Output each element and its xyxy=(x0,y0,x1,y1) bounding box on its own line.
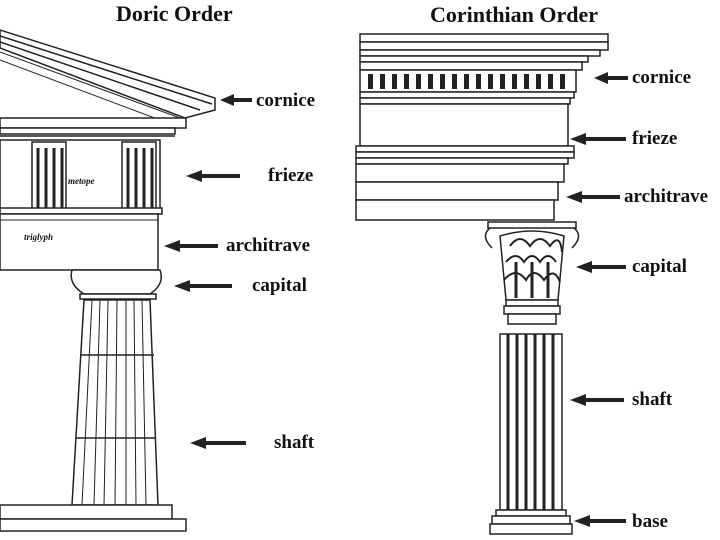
doric-pediment xyxy=(0,29,216,121)
doric-label-triglyph: triglyph xyxy=(24,232,54,242)
corinthian-label-architrave: architrave xyxy=(624,186,709,207)
doric-label-capital: capital xyxy=(252,275,307,296)
doric-stylobate xyxy=(0,504,187,532)
doric-label-metope: metope xyxy=(68,176,95,186)
corinthian-label-capital: capital xyxy=(632,256,687,277)
corinthian-cornice xyxy=(359,33,609,105)
corinthian-label-base: base xyxy=(632,511,668,532)
doric-shaft xyxy=(71,299,159,506)
corinthian-capital xyxy=(484,221,580,325)
corinthian-base xyxy=(489,509,573,535)
corinthian-frieze xyxy=(355,103,575,165)
doric-label-architrave: architrave xyxy=(226,235,311,256)
corinthian-label-cornice: cornice xyxy=(632,67,692,88)
doric-cornice xyxy=(0,117,187,137)
doric-frieze xyxy=(0,139,163,223)
corinthian-label-frieze: frieze xyxy=(632,128,678,149)
doric-capital xyxy=(70,269,162,301)
doric-architrave xyxy=(0,213,159,271)
corinthian-title: Corinthian Order xyxy=(430,2,599,27)
corinthian-arrows xyxy=(566,72,628,527)
corinthian-architrave xyxy=(355,163,565,221)
doric-title: Doric Order xyxy=(116,1,233,26)
doric-label-cornice: cornice xyxy=(256,90,316,111)
corinthian-label-shaft: shaft xyxy=(632,389,673,410)
doric-label-shaft: shaft xyxy=(274,432,315,453)
doric-arrows xyxy=(164,94,252,449)
corinthian-shaft xyxy=(499,333,563,511)
doric-label-frieze: frieze xyxy=(268,165,314,186)
